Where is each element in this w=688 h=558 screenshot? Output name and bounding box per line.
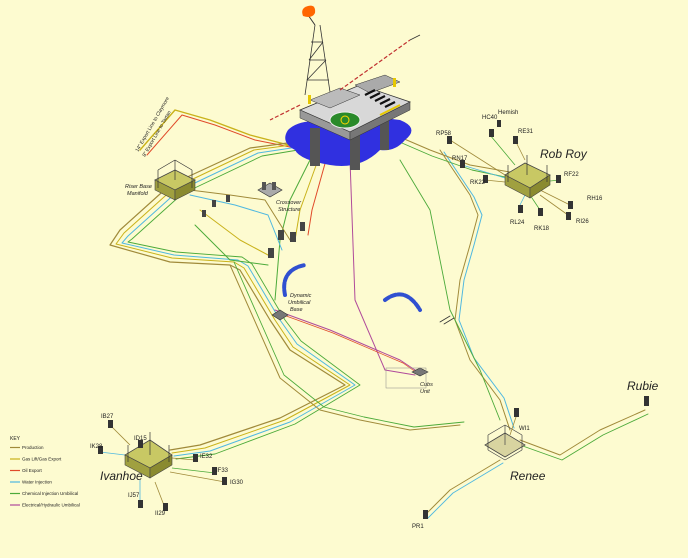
export-line-claymore xyxy=(139,109,301,151)
well-label-ii29: II29 xyxy=(155,511,166,517)
export-line-labels: 14" Export Line to Claymore 8" Export Li… xyxy=(135,96,173,158)
pipelines xyxy=(109,109,649,519)
wellhead-rubie xyxy=(644,396,649,406)
well-label-ik28: IK28 xyxy=(90,444,103,450)
key-title: KEY xyxy=(10,436,21,442)
rubie-label: Rubie xyxy=(627,379,659,393)
key-item-label-3: Water Injection xyxy=(22,480,52,485)
cubs-label-2: Unit xyxy=(420,389,430,395)
riser-base-label-1: Riser Base xyxy=(125,184,152,190)
dub-label-3: Base xyxy=(290,307,303,313)
derrick xyxy=(304,24,331,96)
well-label-rh16: RH16 xyxy=(587,196,603,202)
renee-to-rubie xyxy=(519,409,646,456)
well-label-ri26: RI26 xyxy=(576,219,589,225)
well-label-ig30: IG30 xyxy=(230,480,244,486)
flare-icon xyxy=(302,5,316,17)
well-label-ib27: IB27 xyxy=(101,414,114,420)
riser-base-manifold: Riser Base Manifold xyxy=(125,159,196,201)
key-item-label-0: Production xyxy=(22,445,44,450)
well-label-hc40: HC40 xyxy=(482,115,498,121)
export-line-tartan xyxy=(146,114,306,156)
well-label-rl24: RL24 xyxy=(510,220,525,226)
well-label-wi1: WI1 xyxy=(519,426,530,432)
well-label-pr1: PR1 xyxy=(412,524,424,530)
well-label-rf22: RF22 xyxy=(564,172,579,178)
platform-to-robroy xyxy=(394,134,511,173)
production-platform xyxy=(269,5,421,170)
well-label-if33: IF33 xyxy=(216,468,229,474)
cubs-unit: Cubs Unit xyxy=(385,367,433,395)
crossover-label-1: Crossover xyxy=(276,200,302,206)
rob-roy-wellheads xyxy=(447,120,573,220)
key-item-label-1: Gas Lift/Gas Export xyxy=(22,457,62,462)
dynamic-umbilical-arc-1 xyxy=(282,263,307,297)
ivanhoe-wellheads xyxy=(98,420,227,511)
ivanhoe-label: Ivanhoe xyxy=(100,469,143,483)
well-label-rk22: RK22 xyxy=(470,180,486,186)
well-label-rk18: RK18 xyxy=(534,226,550,232)
well-label-re31: RE31 xyxy=(518,129,534,135)
cubs-label-1: Cubs xyxy=(420,382,433,388)
renee-label: Renee xyxy=(510,469,546,483)
dynamic-umbilical-arc-2 xyxy=(383,292,422,312)
renee-field: Renee WI1 PR1 xyxy=(412,408,546,530)
rubie-field: Rubie xyxy=(627,379,659,406)
dub-label-1: Dynamic xyxy=(290,293,312,299)
key-item-label-4: Chemical Injection Umbilical xyxy=(22,491,78,496)
well-label-rn17: RN17 xyxy=(452,156,468,162)
umbilical-to-cubs xyxy=(349,159,416,376)
crossover-structure: Crossover Structure xyxy=(257,182,302,213)
well-label-hemish: Hemish xyxy=(498,110,518,116)
key-item-label-2: Oil Export xyxy=(22,468,43,473)
wellhead-wi1 xyxy=(514,408,519,417)
rob-roy-label: Rob Roy xyxy=(540,147,588,161)
dynamic-umbilical-base: Dynamic Umbilical Base xyxy=(271,293,312,321)
crossover-label-2: Structure xyxy=(278,207,300,213)
riser-base-label-2: Manifold xyxy=(127,191,149,197)
well-label-id15: ID15 xyxy=(134,436,147,442)
rob-roy-field: Rob Roy HC40 Hemish RP58 RE31 RN17 RK22 … xyxy=(436,110,603,232)
well-label-rp58: RP58 xyxy=(436,131,452,137)
well-label-ie32: IE32 xyxy=(200,454,213,460)
ivanhoe-field: Ivanhoe IB27 ID15 IK28 IE32 IF33 IG30 IJ… xyxy=(90,414,244,517)
key-item-label-5: Electrical/Hydraulic Umbilical xyxy=(22,503,80,508)
dub-label-2: Umbilical xyxy=(288,300,311,306)
helideck xyxy=(329,111,361,129)
well-label-ij57: IJ57 xyxy=(128,493,140,499)
wellhead-pr1 xyxy=(423,510,428,519)
subsea-valves xyxy=(202,195,305,258)
